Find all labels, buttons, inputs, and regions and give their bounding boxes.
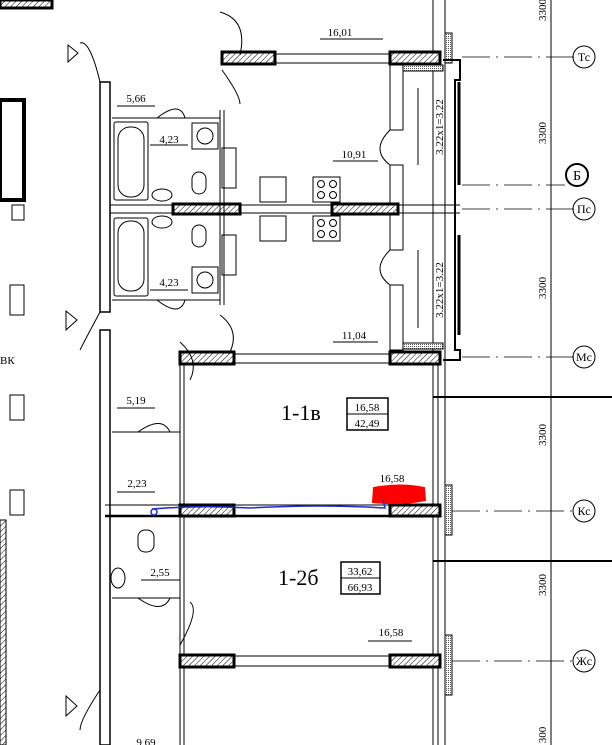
sink bbox=[151, 188, 173, 202]
radiator bbox=[221, 147, 237, 189]
axis-ms: Мс bbox=[576, 350, 592, 364]
svg-text:16,58: 16,58 bbox=[379, 627, 404, 639]
svg-text:4,23: 4,23 bbox=[159, 134, 179, 146]
neighbour-unit: ВК bbox=[0, 0, 54, 745]
washing-machine bbox=[191, 122, 219, 150]
dim-300: 300 bbox=[537, 726, 549, 743]
svg-text:5,66: 5,66 bbox=[126, 93, 146, 105]
blue-line bbox=[151, 499, 386, 510]
entry-arrow-icon bbox=[65, 694, 78, 718]
partition-walls bbox=[99, 50, 460, 745]
svg-text:2,23: 2,23 bbox=[127, 478, 147, 490]
svg-text:11,04: 11,04 bbox=[342, 330, 367, 342]
grid-lines bbox=[433, 56, 612, 662]
sink bbox=[110, 567, 126, 589]
living-area: 33,62 bbox=[348, 566, 373, 578]
dim-3300: 3300 bbox=[537, 122, 549, 145]
apartment-1-2b: 1-2б 33,62 66,93 bbox=[278, 561, 381, 595]
sink bbox=[151, 215, 173, 229]
room-area-label: 9,69 bbox=[136, 737, 156, 745]
apartment-label: 1-2б bbox=[278, 565, 319, 590]
room-area-label: 2,55 bbox=[141, 567, 180, 581]
kitchen-sink bbox=[259, 215, 287, 242]
facade-wall bbox=[432, 0, 453, 745]
svg-text:4,23: 4,23 bbox=[159, 277, 179, 289]
svg-text:2,55: 2,55 bbox=[150, 567, 170, 579]
room-area-label: 16,01 bbox=[320, 27, 383, 40]
bathtub bbox=[113, 121, 149, 201]
entry-arrow-icon bbox=[65, 309, 78, 332]
svg-text:16,58: 16,58 bbox=[380, 473, 405, 485]
apartment-label: 1-1в bbox=[281, 400, 321, 425]
axis-ks: Кс bbox=[577, 504, 590, 518]
axis-b: Б bbox=[573, 169, 581, 184]
living-area: 16,58 bbox=[355, 402, 380, 414]
room-area-label: 16,58 bbox=[380, 473, 405, 485]
room-area-label: 5,66 bbox=[117, 93, 155, 107]
room-area-label: 10,91 bbox=[333, 149, 378, 162]
apartment-1-1v: 1-1в 16,58 42,49 bbox=[281, 397, 389, 431]
toilet bbox=[191, 171, 207, 195]
radiator bbox=[221, 234, 237, 276]
room-areas: 16,01 5,66 4,23 4,23 10,91 11,04 5,19 2,… bbox=[117, 27, 412, 745]
loggia-dim: 3.22x1=3.22 bbox=[434, 99, 446, 155]
axis-tc: Тс bbox=[578, 50, 590, 64]
stove bbox=[312, 215, 341, 242]
loggia: 3.22x1=3.22 3.22x1=3.22 bbox=[389, 59, 461, 361]
toilet bbox=[137, 529, 155, 553]
svg-text:9,69: 9,69 bbox=[136, 737, 156, 745]
washing-machine bbox=[191, 266, 219, 294]
grid-spacing-dims: 3300 3300 3300 3300 3300 300 bbox=[537, 0, 549, 743]
bathtub bbox=[113, 217, 149, 297]
toilet bbox=[191, 224, 207, 248]
axis-ps: Пс bbox=[577, 202, 591, 216]
entry-arrow-icon bbox=[67, 43, 79, 64]
fixtures bbox=[65, 43, 341, 718]
dim-3300: 3300 bbox=[537, 277, 549, 300]
total-area: 42,49 bbox=[355, 418, 380, 430]
room-area-label: 4,23 bbox=[150, 134, 188, 146]
doors bbox=[79, 11, 391, 731]
room-area-label: 16,58 bbox=[368, 627, 412, 642]
total-area: 66,93 bbox=[348, 582, 373, 594]
dim-3300: 3300 bbox=[537, 574, 549, 597]
dim-3300: 3300 bbox=[537, 424, 549, 447]
grid-axis-markers: Тс Б Пс Мс Кс Жс bbox=[565, 45, 596, 673]
vk-label: ВК bbox=[0, 355, 15, 367]
red-scribble bbox=[371, 484, 427, 505]
loggia-dim: 3.22x1=3.22 bbox=[434, 262, 446, 318]
svg-text:16,01: 16,01 bbox=[328, 27, 353, 39]
room-area-label: 2,23 bbox=[117, 478, 155, 493]
svg-text:10,91: 10,91 bbox=[342, 149, 367, 161]
kitchen-sink bbox=[259, 176, 287, 203]
room-area-label: 5,19 bbox=[117, 395, 155, 409]
axis-zhs: Жс bbox=[576, 654, 592, 668]
room-area-label: 11,04 bbox=[333, 330, 378, 343]
dim-3300: 3300 bbox=[537, 0, 549, 21]
svg-text:5,19: 5,19 bbox=[126, 395, 146, 407]
room-area-label: 4,23 bbox=[150, 277, 188, 291]
hand-markup bbox=[150, 484, 427, 516]
stove bbox=[312, 176, 341, 203]
